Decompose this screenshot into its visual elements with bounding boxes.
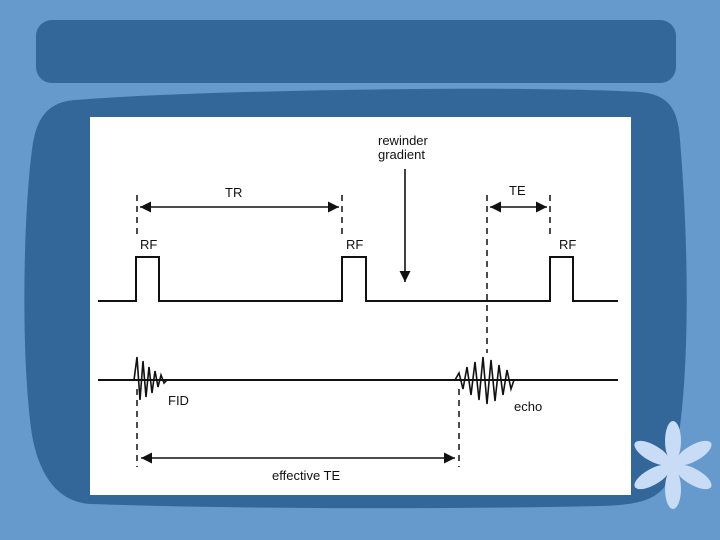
fid-waveform bbox=[133, 356, 168, 401]
rf-label-3: RF bbox=[559, 237, 576, 252]
rf-label-1: RF bbox=[140, 237, 157, 252]
rf-label-2: RF bbox=[346, 237, 363, 252]
rewinder-label-line1: rewinder bbox=[378, 133, 429, 148]
effective-te-label: effective TE bbox=[272, 468, 340, 483]
slide-title-bar bbox=[36, 20, 676, 83]
pulse-sequence-figure: rewinder gradient TR TE RF RF RF FID ech… bbox=[90, 117, 631, 495]
echo-waveform bbox=[454, 356, 515, 405]
fid-label: FID bbox=[168, 393, 189, 408]
echo-label: echo bbox=[514, 399, 542, 414]
rf-waveform bbox=[98, 256, 618, 302]
te-label: TE bbox=[509, 183, 526, 198]
flower-icon bbox=[634, 421, 712, 509]
rewinder-label-line2: gradient bbox=[378, 147, 425, 162]
tr-label: TR bbox=[225, 185, 242, 200]
